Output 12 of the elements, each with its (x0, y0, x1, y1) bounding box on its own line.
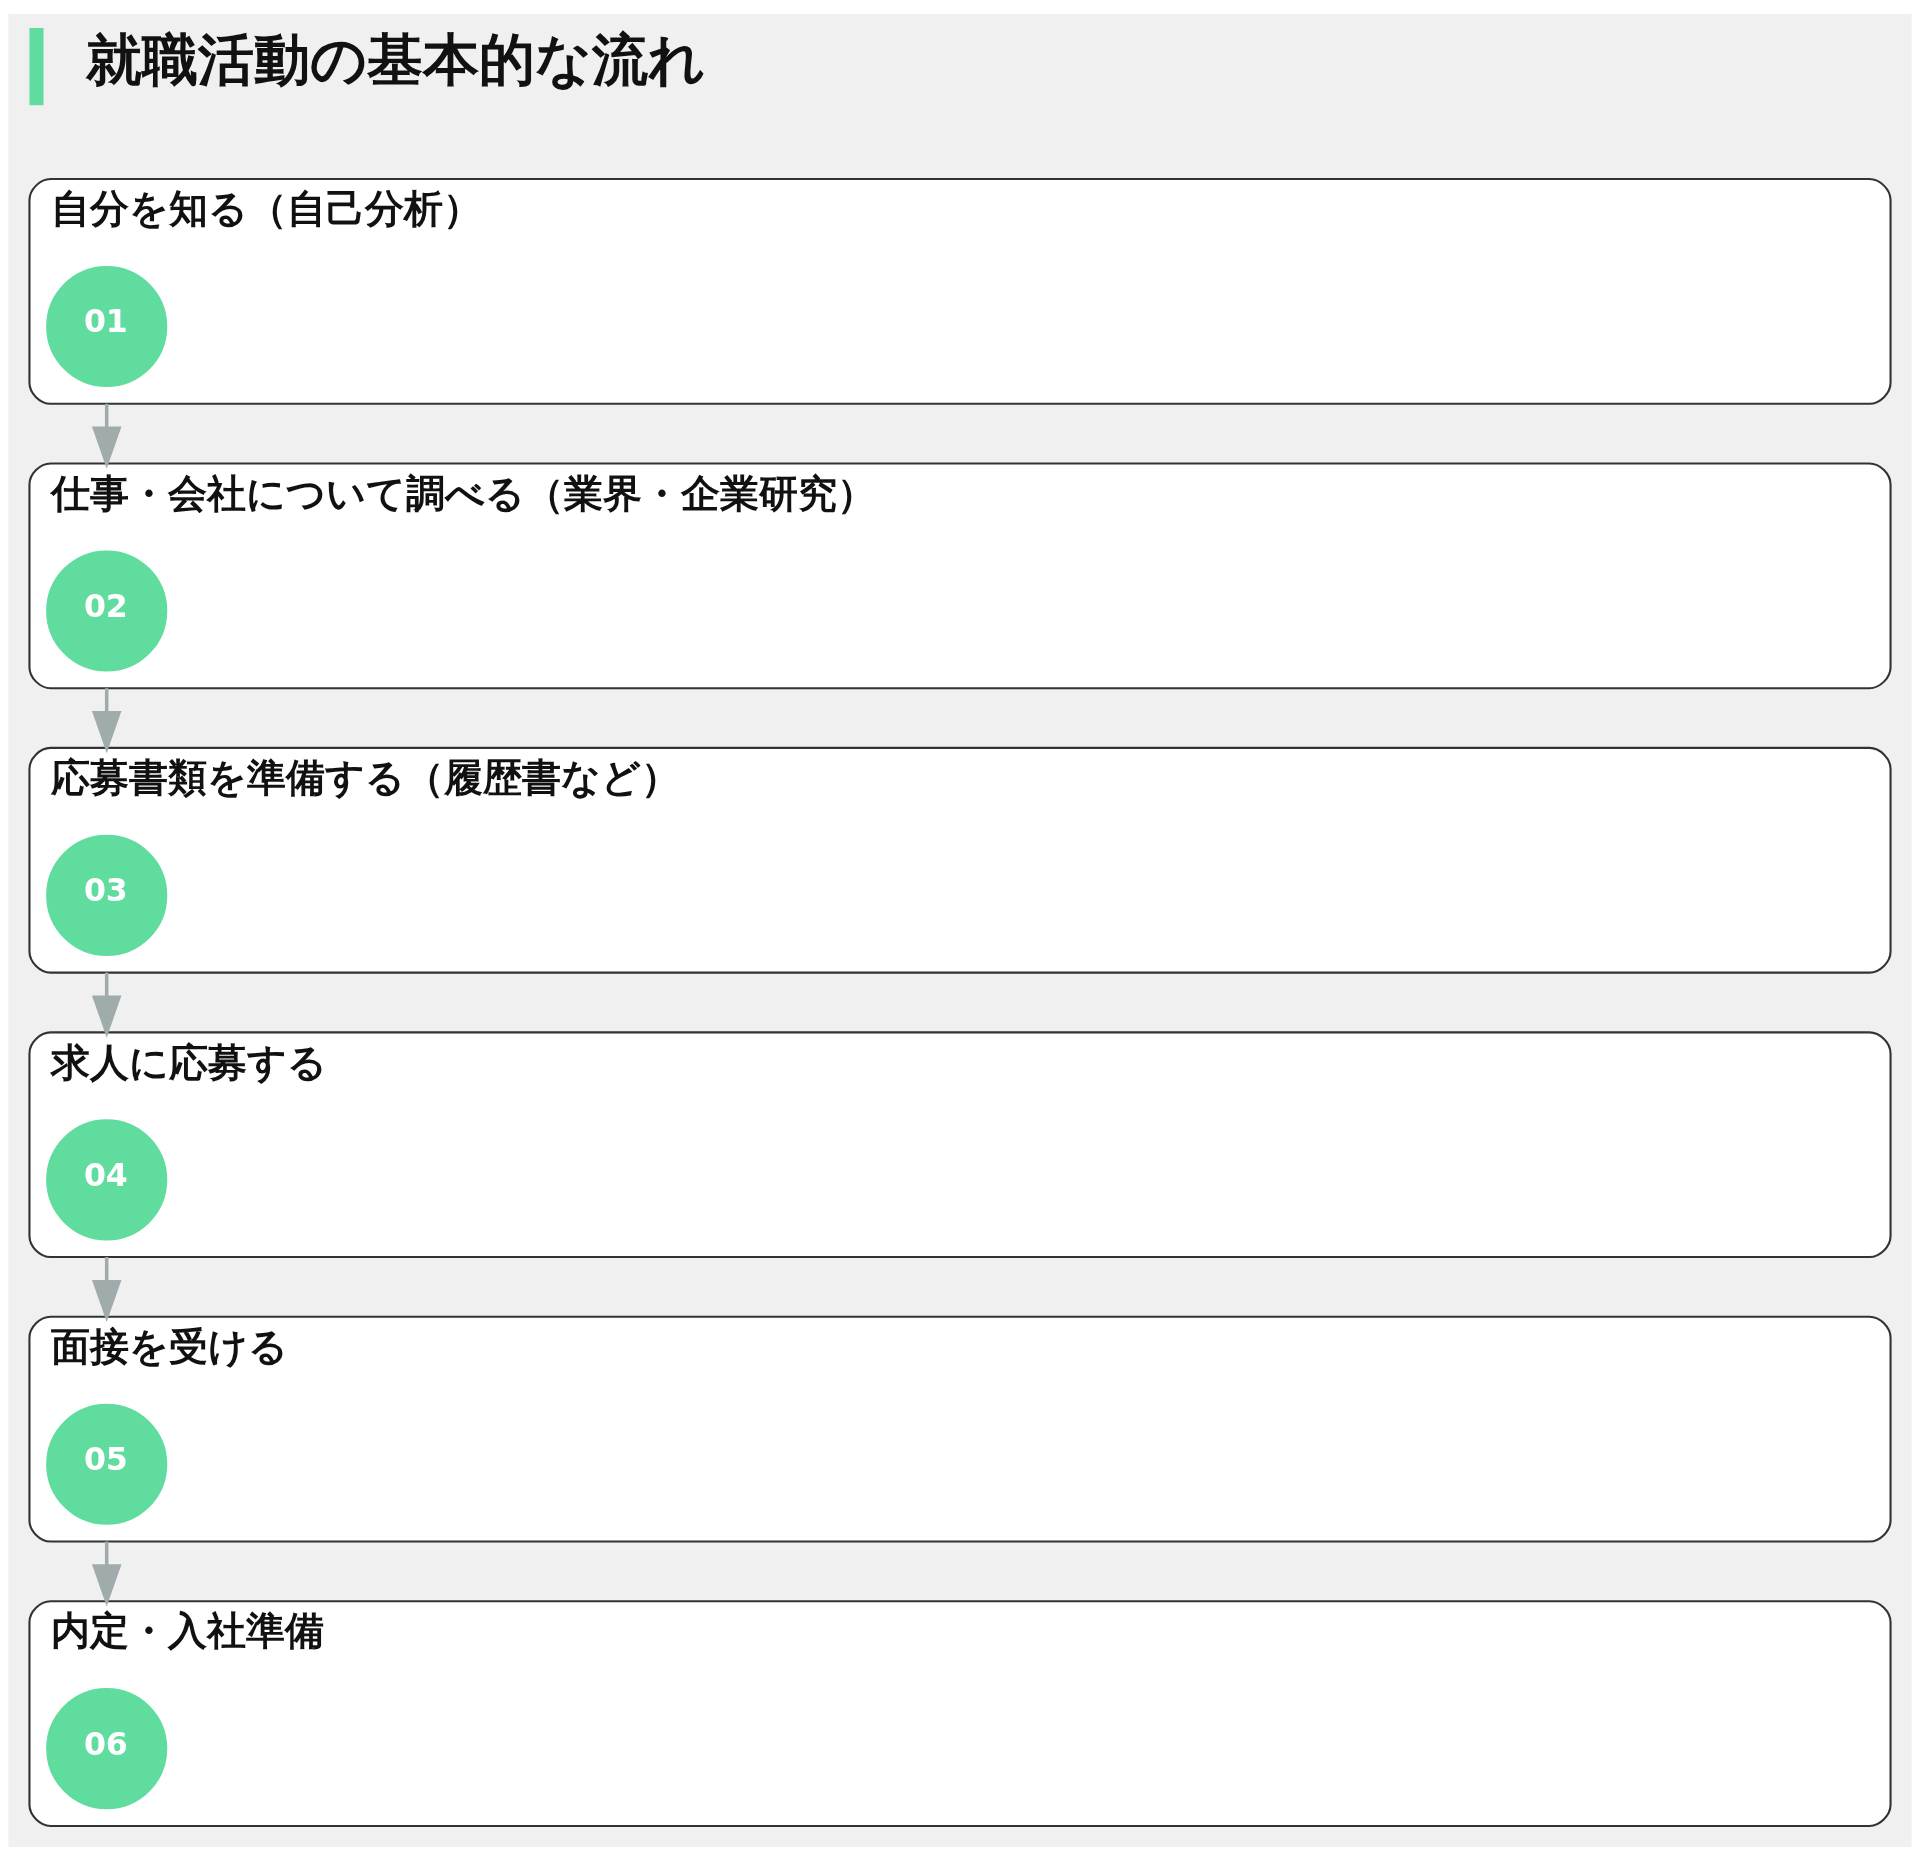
arrow (91, 972, 122, 1038)
node-circle: 06 (46, 1688, 168, 1810)
arrow (91, 403, 122, 469)
node-circle: 01 (46, 265, 168, 388)
node-circle: 04 (46, 1119, 168, 1241)
node-circle: 03 (46, 834, 168, 956)
arrow (91, 1541, 122, 1607)
arrow (91, 688, 122, 754)
diagram-title: 就職活動の基本的な流れ (85, 27, 705, 93)
arrow (91, 1257, 122, 1323)
node-circle: 05 (46, 1403, 168, 1525)
node-circle: 02 (46, 550, 168, 672)
